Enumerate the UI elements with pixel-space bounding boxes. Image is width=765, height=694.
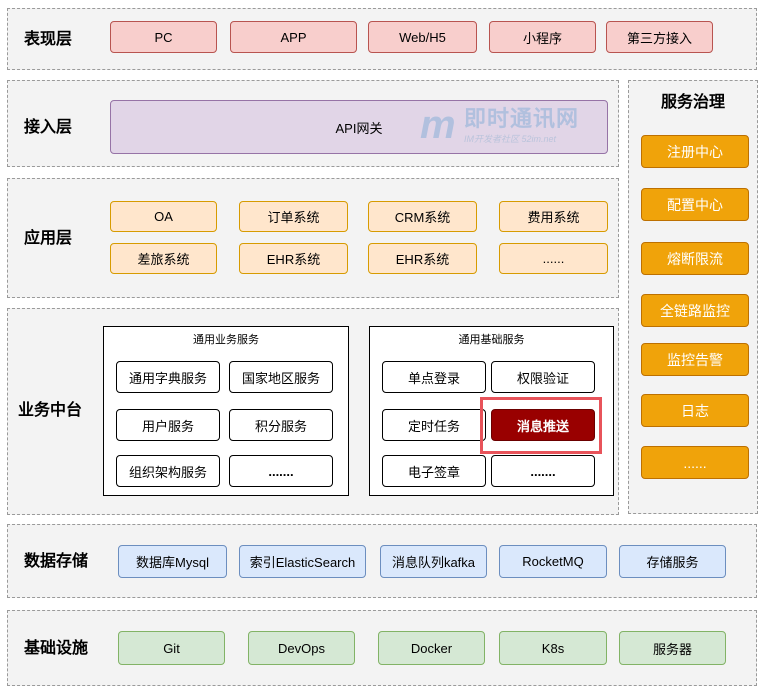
- circuit-breaker: 熔断限流: [641, 242, 749, 275]
- governance-layer: 服务治理 注册中心 配置中心 熔断限流 全链路监控 监控告警 日志 ......: [628, 80, 758, 514]
- dictionary-service: 通用字典服务: [116, 361, 220, 393]
- infrastructure-layer: 基础设施 Git DevOps Docker K8s 服务器: [7, 610, 757, 686]
- infra-devops: DevOps: [248, 631, 355, 665]
- access-layer: 接入层 API网关: [7, 80, 619, 167]
- logging: 日志: [641, 394, 749, 427]
- storage-layer-title: 数据存储: [24, 553, 89, 570]
- watermark: m 即时通讯网 IM开发者社区 52im.net: [420, 103, 600, 153]
- full-link-monitoring: 全链路监控: [641, 294, 749, 327]
- app-travel-system: 差旅系统: [110, 243, 217, 274]
- app-ehr-system-2: EHR系统: [368, 243, 477, 274]
- storage-mysql: 数据库Mysql: [118, 545, 227, 578]
- app-ehr-system: EHR系统: [239, 243, 348, 274]
- governance-title: 服务治理: [661, 94, 726, 111]
- business-more: .......: [229, 455, 333, 487]
- infrastructure-layer-title: 基础设施: [24, 640, 89, 657]
- watermark-logo: m: [420, 103, 456, 147]
- watermark-subtext: IM开发者社区 52im.net: [464, 134, 557, 144]
- api-gateway: API网关: [110, 100, 608, 154]
- foundation-more: .......: [491, 455, 595, 487]
- foundation-services-panel: 通用基础服务 单点登录 权限验证 定时任务 消息推送 电子签章 .......: [369, 326, 614, 496]
- middle-platform-layer: 业务中台 通用业务服务 通用字典服务 国家地区服务 用户服务 积分服务 组织架构…: [7, 308, 619, 515]
- infra-server: 服务器: [619, 631, 726, 665]
- presentation-layer: 表现层 PC APP Web/H5 小程序 第三方接入: [7, 8, 757, 70]
- business-services-panel: 通用业务服务 通用字典服务 国家地区服务 用户服务 积分服务 组织架构服务 ..…: [103, 326, 349, 496]
- push-message-highlight: [480, 397, 602, 454]
- storage-elasticsearch: 索引ElasticSearch: [239, 545, 366, 578]
- app-expense-system: 费用系统: [499, 201, 608, 232]
- client-third-party: 第三方接入: [606, 21, 713, 53]
- storage-layer: 数据存储 数据库Mysql 索引ElasticSearch 消息队列kafka …: [7, 524, 757, 598]
- business-services-title: 通用业务服务: [193, 334, 259, 346]
- app-crm-system: CRM系统: [368, 201, 477, 232]
- watermark-text: 即时通讯网: [464, 106, 580, 131]
- org-structure-service: 组织架构服务: [116, 455, 220, 487]
- presentation-layer-title: 表现层: [24, 31, 73, 48]
- client-web-h5: Web/H5: [368, 21, 477, 53]
- monitoring-alert: 监控告警: [641, 343, 749, 376]
- scheduled-task-service: 定时任务: [382, 409, 486, 441]
- infra-docker: Docker: [378, 631, 485, 665]
- push-message-service: 消息推送: [491, 409, 595, 441]
- application-layer-title: 应用层: [24, 230, 73, 247]
- client-app: APP: [230, 21, 357, 53]
- governance-more: ......: [641, 446, 749, 479]
- app-order-system: 订单系统: [239, 201, 348, 232]
- client-pc: PC: [110, 21, 217, 53]
- client-mini-program: 小程序: [489, 21, 596, 53]
- infra-k8s: K8s: [499, 631, 607, 665]
- e-signature-service: 电子签章: [382, 455, 486, 487]
- infra-git: Git: [118, 631, 225, 665]
- middle-platform-title: 业务中台: [18, 402, 83, 419]
- config-center: 配置中心: [641, 188, 749, 221]
- auth-service: 权限验证: [491, 361, 595, 393]
- user-service: 用户服务: [116, 409, 220, 441]
- foundation-services-title: 通用基础服务: [458, 334, 525, 346]
- app-more: ......: [499, 243, 608, 274]
- storage-kafka: 消息队列kafka: [380, 545, 487, 578]
- region-service: 国家地区服务: [229, 361, 333, 393]
- points-service: 积分服务: [229, 409, 333, 441]
- sso-service: 单点登录: [382, 361, 486, 393]
- storage-service: 存储服务: [619, 545, 726, 578]
- storage-rocketmq: RocketMQ: [499, 545, 607, 578]
- access-layer-title: 接入层: [24, 119, 73, 136]
- app-oa: OA: [110, 201, 217, 232]
- application-layer: 应用层 OA 订单系统 CRM系统 费用系统 差旅系统 EHR系统 EHR系统 …: [7, 178, 619, 298]
- registry-center: 注册中心: [641, 135, 749, 168]
